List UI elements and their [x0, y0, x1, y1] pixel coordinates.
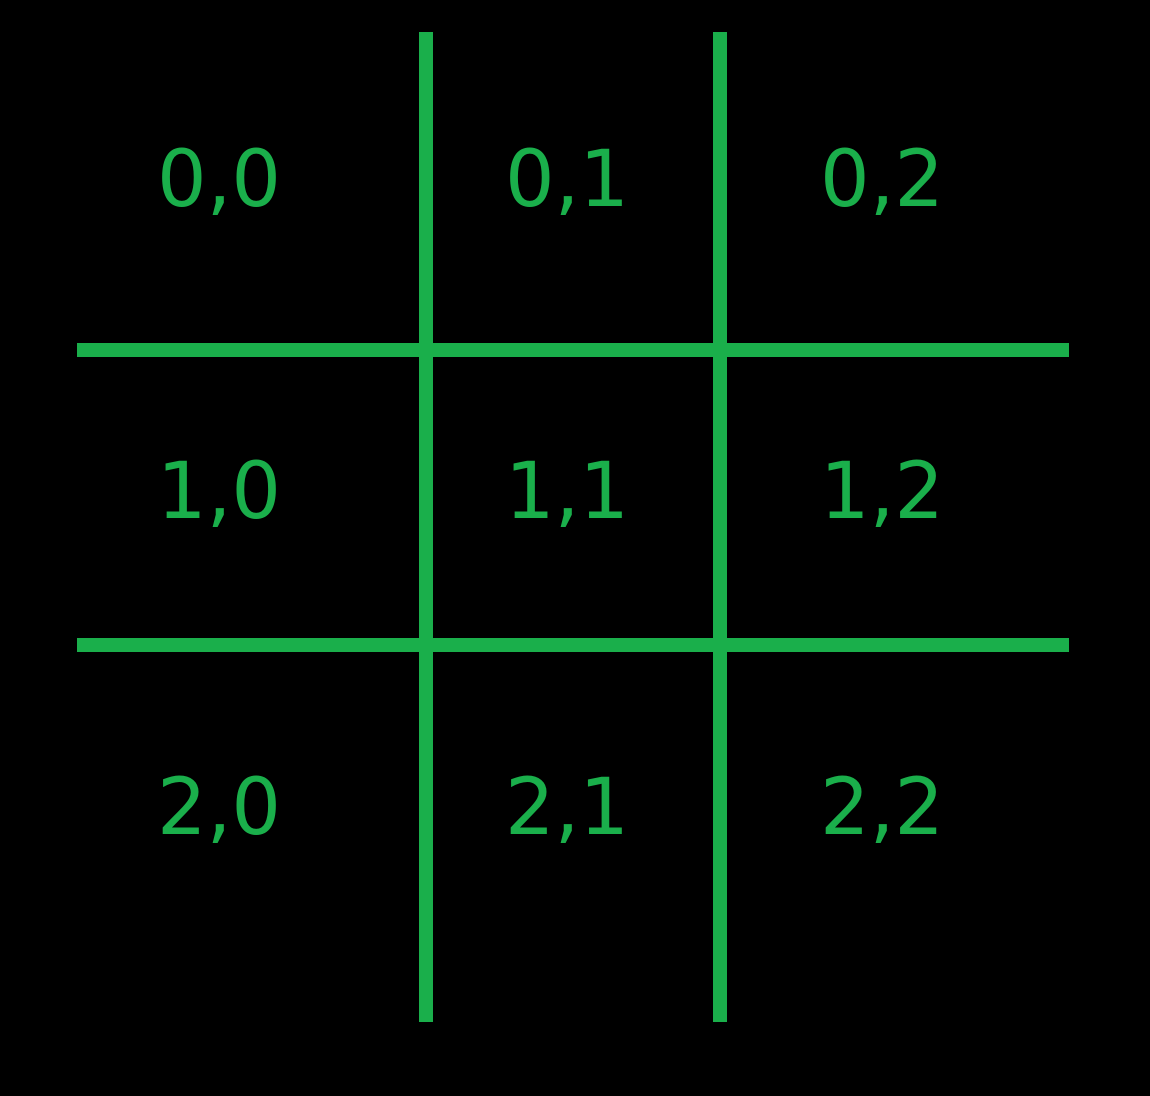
- grid-line-vertical-2: [713, 32, 727, 1022]
- cell-label-2-0: 2,0: [156, 763, 282, 853]
- grid-line-horizontal-2: [77, 638, 1069, 652]
- cell-label-1-0: 1,0: [156, 447, 282, 537]
- cell-label-0-2: 0,2: [819, 135, 945, 225]
- cell-label-0-0: 0,0: [156, 135, 282, 225]
- cell-label-1-1: 1,1: [504, 447, 630, 537]
- grid-line-horizontal-1: [77, 343, 1069, 357]
- cell-label-2-1: 2,1: [504, 763, 630, 853]
- cell-label-1-2: 1,2: [819, 447, 945, 537]
- cell-label-2-2: 2,2: [819, 763, 945, 853]
- cell-label-0-1: 0,1: [504, 135, 630, 225]
- grid-line-vertical-1: [419, 32, 433, 1022]
